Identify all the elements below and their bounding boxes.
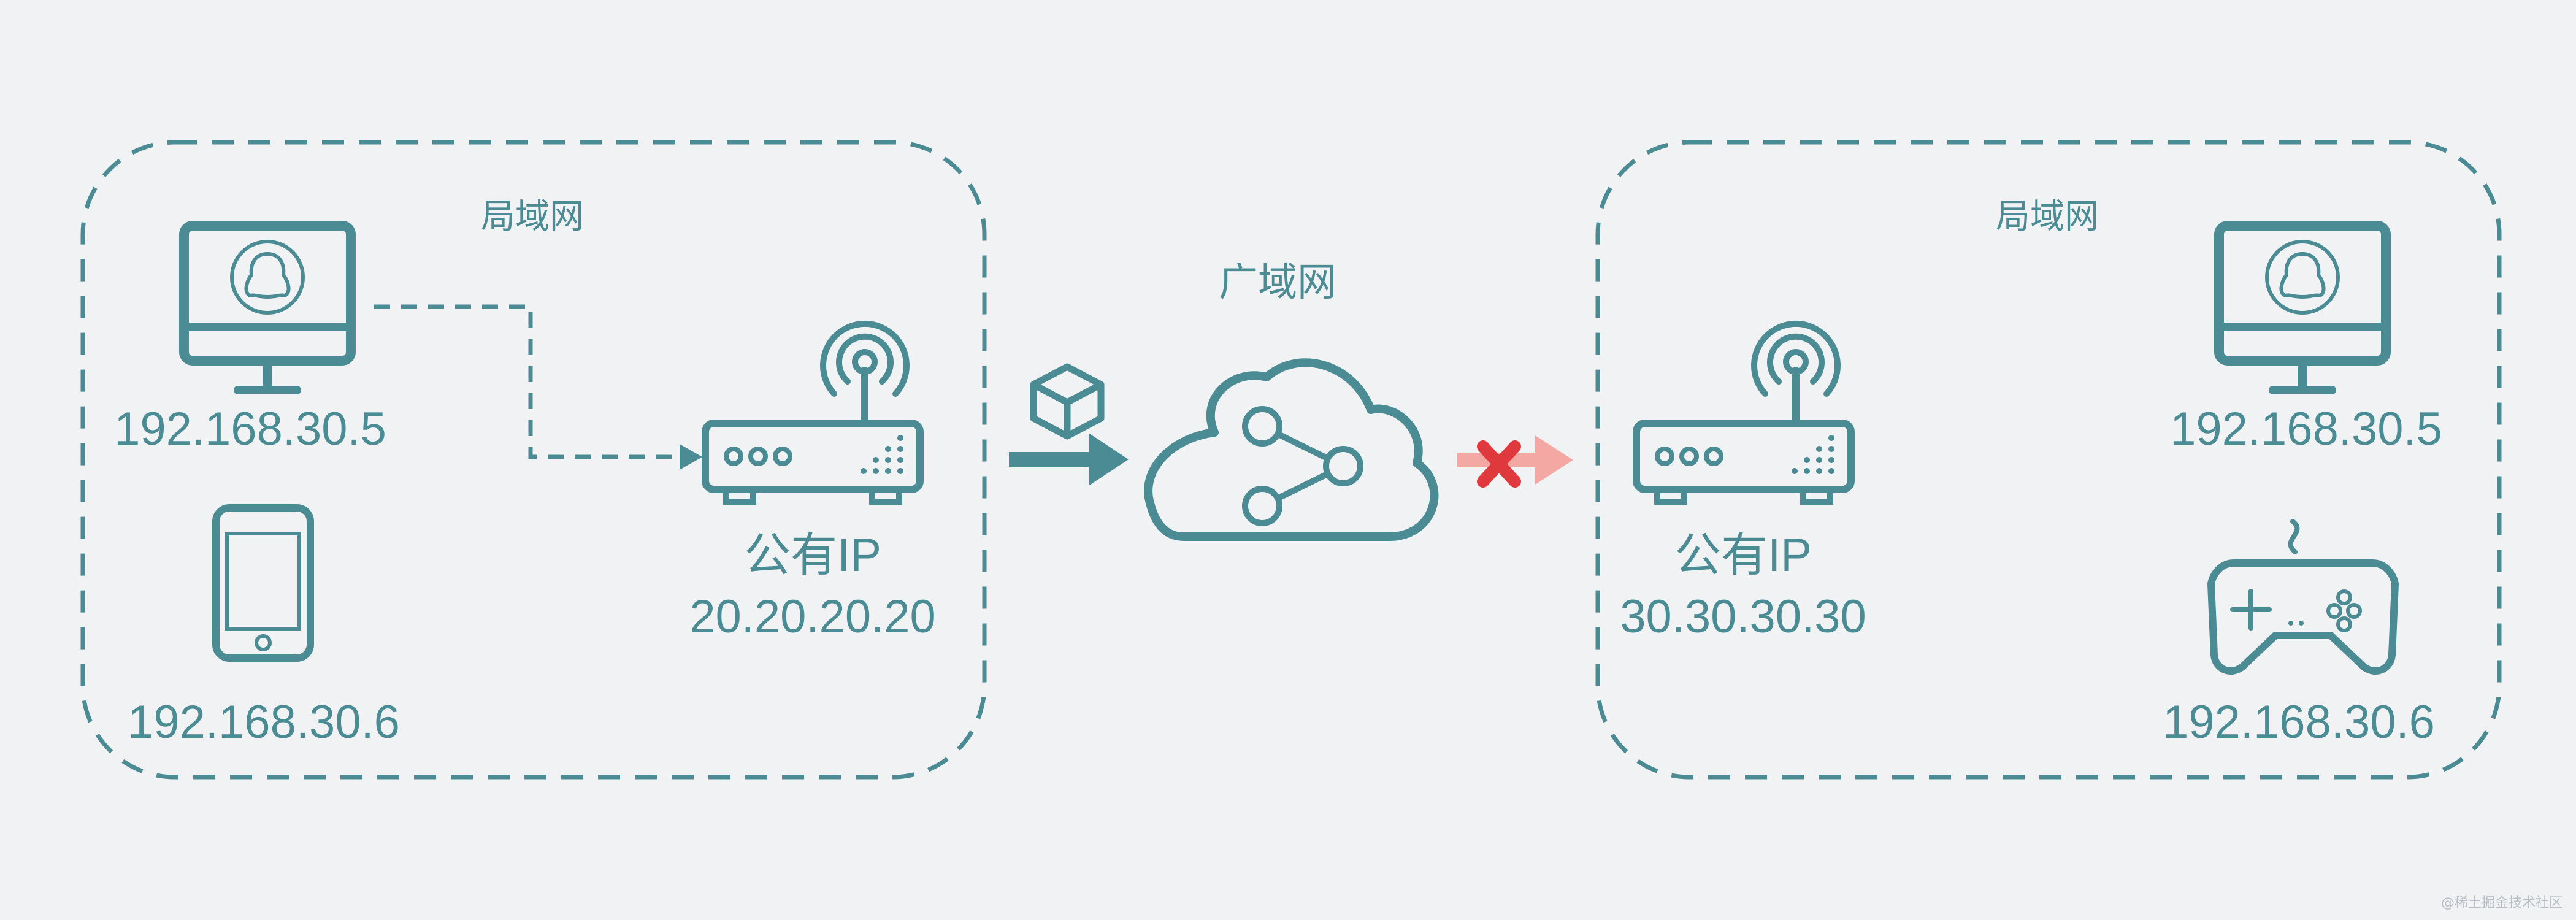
left-router-icon <box>705 324 920 502</box>
right-router-label: 公有IP <box>1674 529 1812 581</box>
smartphone-icon <box>212 504 314 662</box>
cloud-share-icon <box>1144 358 1439 541</box>
wan-label: 广域网 <box>1219 260 1336 304</box>
right-gamepad-ip: 192.168.30.6 <box>2163 696 2435 748</box>
right-router-ip: 30.30.30.30 <box>1620 591 1866 643</box>
left-lan-boundary <box>80 140 987 780</box>
watermark: @稀土掘金技术社区 <box>2440 895 2563 911</box>
left-router-label: 公有IP <box>744 529 881 581</box>
left-phone-ip: 192.168.30.6 <box>128 696 400 748</box>
left-router-ip: 20.20.20.20 <box>689 591 936 643</box>
right-lan-label: 局域网 <box>1996 197 2099 236</box>
gamepad-icon <box>2207 519 2399 675</box>
right-router-icon <box>1636 324 1851 502</box>
right-lan-boundary <box>1595 140 2502 780</box>
left-computer-ip: 192.168.30.5 <box>114 403 386 455</box>
blocked-cross-icon <box>1477 440 1521 488</box>
right-computer-ip: 192.168.30.5 <box>2170 403 2442 455</box>
left-monitor-icon <box>184 226 351 390</box>
left-lan-label: 局域网 <box>481 197 584 236</box>
forward-arrow-icon <box>1009 433 1129 486</box>
right-monitor-icon <box>2219 226 2386 390</box>
cube-packet-icon <box>1030 363 1105 440</box>
lan-connection-arrow <box>374 304 702 470</box>
